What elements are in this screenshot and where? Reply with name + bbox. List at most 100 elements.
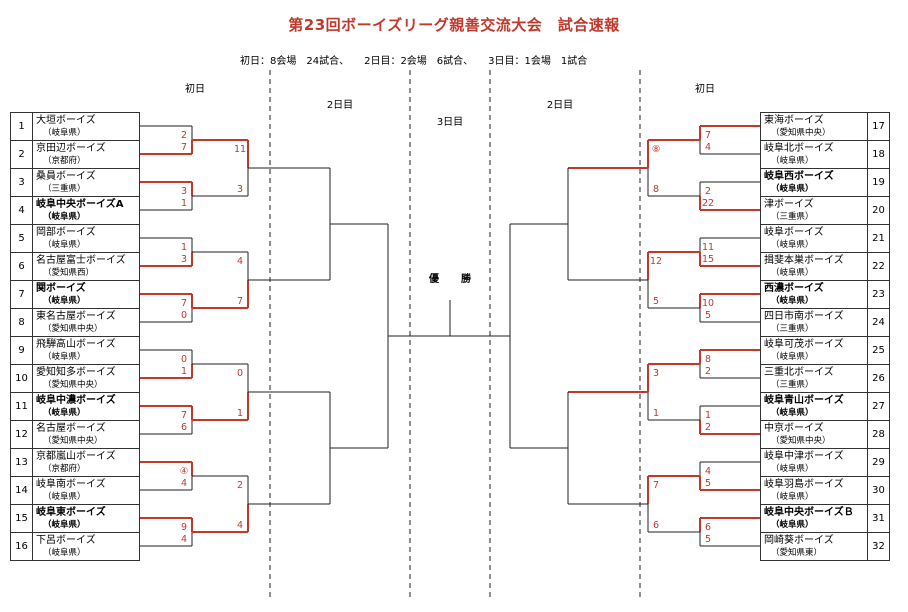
- score-label: 12: [650, 256, 662, 267]
- page-title: 第23回ボーイズリーグ親善交流大会 試合速報: [288, 16, 620, 34]
- team-prefecture: （岐阜県）: [771, 267, 814, 278]
- team-name-cell: 岐阜西ボーイズ（岐阜県）: [760, 168, 868, 197]
- team-row: 岐阜西ボーイズ（岐阜県）19: [760, 168, 890, 197]
- score-label: 1: [181, 198, 187, 209]
- team-name: 岐阜中濃ボーイズ: [36, 394, 116, 406]
- team-name-cell: 三重北ボーイズ（三重県）: [760, 364, 868, 393]
- team-name: 岐阜北ボーイズ: [764, 142, 834, 154]
- team-name-cell: 岡部ボーイズ（岐阜県）: [32, 224, 140, 253]
- team-row: 岐阜可茂ボーイズ（岐阜県）25: [760, 336, 890, 365]
- team-name-cell: 名古屋富士ボーイズ（愛知県西）: [32, 252, 140, 281]
- team-name: 愛知知多ボーイズ: [36, 366, 116, 378]
- team-name-cell: 中京ボーイズ（愛知県中央）: [760, 420, 868, 449]
- team-name: 岐阜中央ボーイズＢ: [764, 506, 854, 518]
- header-day3: 3日目: [436, 117, 464, 128]
- score-label: ⑧: [652, 144, 661, 155]
- team-prefecture: （三重県）: [771, 323, 814, 334]
- team-number: 19: [867, 168, 890, 197]
- header-day1-right: 初日: [695, 84, 715, 95]
- score-label: 0: [181, 310, 187, 321]
- team-name-cell: 東海ボーイズ（愛知県中央）: [760, 112, 868, 141]
- team-prefecture: （愛知県東）: [771, 547, 823, 558]
- team-row: 岐阜中津ボーイズ（岐阜県）29: [760, 448, 890, 477]
- header-day2-right: 2日目: [546, 100, 574, 111]
- team-prefecture: （三重県）: [43, 183, 86, 194]
- score-label: 5: [705, 310, 711, 321]
- score-label: 1: [705, 410, 711, 421]
- team-name-cell: 東名古屋ボーイズ（愛知県中央）: [32, 308, 140, 337]
- score-label: 6: [705, 522, 711, 533]
- team-prefecture: （岐阜県）: [43, 519, 86, 530]
- score-label: 3: [181, 186, 187, 197]
- team-name: 西濃ボーイズ: [764, 282, 824, 294]
- team-name: 津ボーイズ: [764, 198, 814, 210]
- team-number: 26: [867, 364, 890, 393]
- team-number: 17: [867, 112, 890, 141]
- schedule-summary: 初日：8会場 24試合、 2日目：2会場 6試合、 3日目：1会場 1試合: [240, 56, 588, 67]
- team-name: 関ボーイズ: [36, 282, 86, 294]
- score-label: 6: [181, 422, 187, 433]
- team-name: 岐阜羽島ボーイズ: [764, 478, 844, 490]
- team-prefecture: （岐阜県）: [771, 519, 814, 530]
- team-prefecture: （岐阜県）: [43, 351, 86, 362]
- team-prefecture: （京都府）: [43, 155, 86, 166]
- team-name-cell: 飛騨高山ボーイズ（岐阜県）: [32, 336, 140, 365]
- team-prefecture: （岐阜県）: [43, 547, 86, 558]
- team-name: 東海ボーイズ: [764, 114, 824, 126]
- team-name: 岐阜中央ボーイズA: [36, 198, 124, 210]
- score-label: 1: [181, 242, 187, 253]
- team-row: 西濃ボーイズ（岐阜県）23: [760, 280, 890, 309]
- team-row: 東海ボーイズ（愛知県中央）17: [760, 112, 890, 141]
- score-label: 9: [181, 522, 187, 533]
- team-prefecture: （愛知県西）: [43, 267, 95, 278]
- team-row: 揖斐本巣ボーイズ（岐阜県）22: [760, 252, 890, 281]
- score-label: 3: [181, 254, 187, 265]
- score-label: 2: [181, 130, 187, 141]
- score-label: 7: [181, 142, 187, 153]
- team-prefecture: （岐阜県）: [43, 127, 86, 138]
- team-prefecture: （岐阜県）: [771, 351, 814, 362]
- team-name-cell: 揖斐本巣ボーイズ（岐阜県）: [760, 252, 868, 281]
- team-prefecture: （三重県）: [771, 379, 814, 390]
- score-label: 22: [702, 198, 714, 209]
- team-name: 桑員ボーイズ: [36, 170, 96, 182]
- team-name-cell: 岐阜東ボーイズ（岐阜県）: [32, 504, 140, 533]
- score-label: 7: [653, 480, 659, 491]
- score-label: 7: [181, 298, 187, 309]
- team-prefecture: （岐阜県）: [771, 407, 814, 418]
- team-name-cell: 岐阜中央ボーイズA（岐阜県）: [32, 196, 140, 225]
- score-label: 10: [702, 298, 714, 309]
- team-name-cell: 岐阜南ボーイズ（岐阜県）: [32, 476, 140, 505]
- score-label: 11: [234, 144, 246, 155]
- team-row: 岐阜青山ボーイズ（岐阜県）27: [760, 392, 890, 421]
- team-name: 岡部ボーイズ: [36, 226, 96, 238]
- team-prefecture: （愛知県中央）: [43, 323, 103, 334]
- score-label: 3: [237, 184, 243, 195]
- team-name: 大垣ボーイズ: [36, 114, 96, 126]
- score-label: 7: [237, 296, 243, 307]
- team-prefecture: （岐阜県）: [43, 491, 86, 502]
- team-prefecture: （愛知県中央）: [43, 435, 103, 446]
- team-name: 京田辺ボーイズ: [36, 142, 106, 154]
- team-number: 20: [867, 196, 890, 225]
- score-label: 11: [702, 242, 714, 253]
- header-day2-left: 2日目: [326, 100, 354, 111]
- team-name: 岡崎葵ボーイズ: [764, 534, 834, 546]
- team-name: 京都嵐山ボーイズ: [36, 450, 116, 462]
- team-name-cell: 岡崎葵ボーイズ（愛知県東）: [760, 532, 868, 561]
- score-label: 1: [181, 366, 187, 377]
- team-prefecture: （岐阜県）: [43, 239, 86, 250]
- team-name-cell: 大垣ボーイズ（岐阜県）: [32, 112, 140, 141]
- team-name: 岐阜青山ボーイズ: [764, 394, 844, 406]
- score-label: 5: [705, 534, 711, 545]
- score-label: 4: [705, 142, 711, 153]
- team-name-cell: 下呂ボーイズ（岐阜県）: [32, 532, 140, 561]
- team-name: 揖斐本巣ボーイズ: [764, 254, 844, 266]
